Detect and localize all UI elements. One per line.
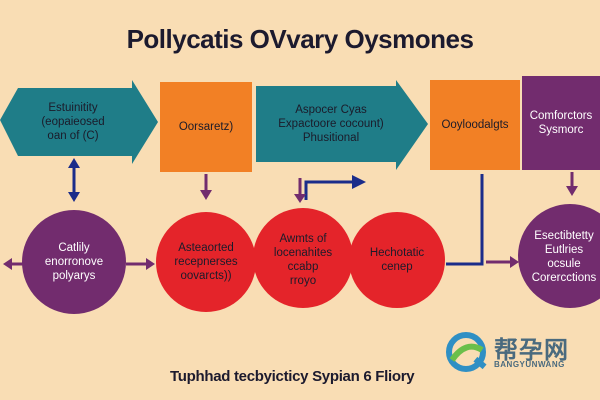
arrow-head-to-purple-right [510, 256, 519, 268]
purple-circle-right-label: Esectibtetty Eutlries ocsule Corercction… [524, 220, 600, 294]
label-line: Awmts of [279, 233, 327, 245]
label-line: Estuinitity [48, 102, 98, 114]
label-line: enorronove [44, 256, 104, 268]
orange-box-left-shape [160, 82, 252, 172]
label-line: locenahites [273, 247, 333, 259]
diagram-caption: Tuphhad tecbyicticy Sypian 6 Fliory [170, 368, 415, 385]
arrow-head-down-left [68, 192, 80, 202]
label-line: Esectibtetty [534, 230, 594, 242]
purple-circle-right-shape [518, 204, 600, 308]
label-line: polyarys [52, 270, 96, 282]
bangyunwang-logo-icon [446, 332, 487, 372]
red-circle-2-label: Awmts of locenahites ccabp rroyo [256, 222, 350, 298]
red-circle-3-label: Hechotatic cenep [352, 240, 442, 280]
bangyunwang-logo: 帮孕网 BANGYUNWANG [446, 330, 596, 374]
arrow-head-left-edge [3, 258, 12, 270]
teal-arrow-mid-shape [256, 80, 428, 170]
purple-box-right-shape [522, 76, 600, 170]
label-line: (eopaieosed [41, 116, 105, 128]
label-line: Aspocer Cyas [295, 104, 367, 116]
label-line: ccabp [287, 261, 319, 273]
arrow-orange-right-down-line [446, 174, 484, 266]
label-line: rroyo [289, 275, 317, 287]
label-line: Phusitional [302, 132, 360, 144]
red-circle-1-label: Asteaorted recepnerses oovarcts)) [158, 228, 254, 296]
red-circle-3-shape [349, 212, 445, 308]
orange-box-left-label: Oorsaretz) [160, 82, 252, 172]
label-line: Hechotatic [369, 247, 425, 259]
label-line: recepnerses [174, 256, 238, 268]
orange-box-right-label: Ooyloodalgts [430, 80, 520, 170]
label-line: Ooyloodalgts [441, 119, 509, 131]
label-line: Catlily [58, 242, 90, 254]
arrow-head-purplebox-to-circle [566, 186, 578, 196]
teal-arrow-left-label: Estuinitity (eopaieosed oan of (C) [10, 94, 136, 150]
label-line: Expactoore cocount) [278, 118, 384, 130]
arrow-head-orange-to-red1 [200, 190, 212, 200]
diagram-title: Pollycatis OVvary Oysmones [126, 24, 474, 54]
logo-chinese-text: 帮孕网 [494, 336, 569, 364]
arrow-head-circle-to-red1 [146, 258, 155, 270]
arrow-red2-to-up-line [304, 180, 356, 200]
logo-english-text: BANGYUNWANG [494, 360, 565, 369]
label-line: Eutlries [544, 244, 584, 256]
label-line: ocsule [547, 258, 581, 270]
red-circle-2-shape [253, 208, 353, 308]
arrow-head-right-mid [352, 175, 366, 189]
teal-arrow-mid-label: Aspocer Cyas Expactoore cocount) Phusiti… [258, 94, 404, 154]
purple-circle-left-label: Catlily enorronove polyarys [24, 226, 124, 298]
label-line: Corercctions [531, 272, 597, 284]
label-line: oovarcts)) [180, 270, 232, 282]
arrow-head-teal-to-red2 [294, 194, 306, 203]
label-line: Sysmorc [538, 124, 584, 136]
label-line: Asteaorted [178, 242, 234, 254]
label-line: Comforctors [529, 110, 593, 122]
orange-box-right-shape [430, 80, 520, 170]
label-line: Oorsaretz) [178, 121, 234, 133]
red-circle-1-shape [156, 212, 256, 312]
connector-arrows [3, 158, 578, 270]
purple-circle-left-shape [22, 210, 126, 314]
arrow-head-up-left [68, 158, 80, 168]
teal-arrow-left-shape [0, 80, 158, 164]
purple-box-right-label: Comforctors Sysmorc [522, 76, 600, 170]
label-line: oan of (C) [47, 130, 99, 142]
label-line: cenep [381, 261, 413, 273]
